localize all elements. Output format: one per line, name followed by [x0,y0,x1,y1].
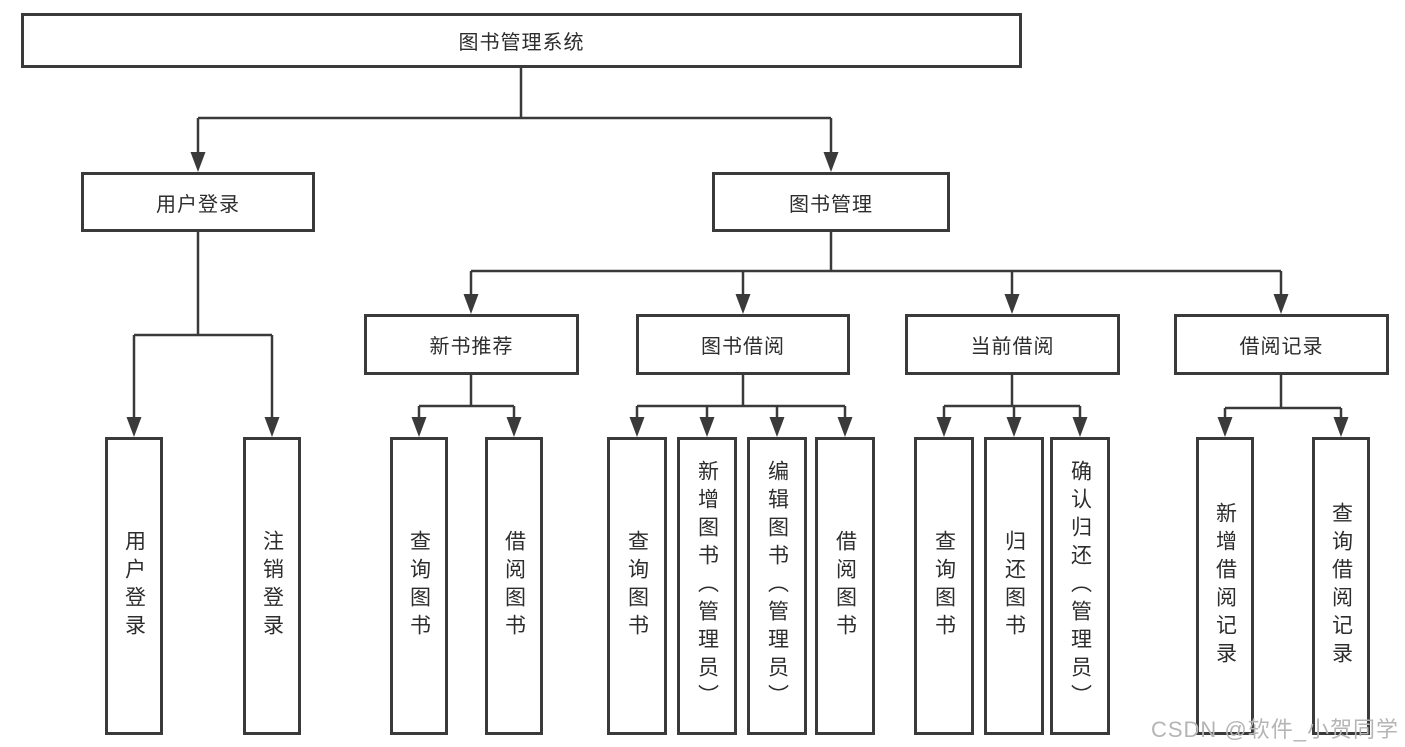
leaf-newbook-borrow-label: 借阅图书 [502,530,526,642]
leaf-current-query-label: 查询图书 [932,530,956,642]
node-new-book-recommend: 新书推荐 [364,314,579,375]
node-book-management: 图书管理 [712,172,950,232]
leaf-borrow-book: 借阅图书 [815,437,875,735]
leaf-borrow-edit-book-label: 编辑图书（管理员） [765,460,789,712]
leaf-borrow-book-label: 借阅图书 [833,530,857,642]
leaf-query-record-label: 查询借阅记录 [1329,502,1353,670]
leaf-borrow-add-book: 新增图书（管理员） [677,437,737,735]
leaf-confirm-return: 确认归还（管理员） [1050,437,1110,735]
leaf-borrow-query: 查询图书 [607,437,667,735]
node-root: 图书管理系统 [21,13,1022,68]
node-root-label: 图书管理系统 [458,32,585,54]
leaf-user-login-label: 用户登录 [122,530,146,642]
leaf-logout: 注销登录 [243,437,301,735]
node-user-login-label: 用户登录 [156,193,240,216]
leaf-confirm-return-label: 确认归还（管理员） [1068,460,1092,712]
leaf-borrow-add-book-label: 新增图书（管理员） [695,460,719,712]
node-borrowing-records: 借阅记录 [1174,314,1389,375]
node-book-borrowing: 图书借阅 [636,314,850,375]
node-book-management-label: 图书管理 [789,193,873,216]
node-current-borrowing: 当前借阅 [905,314,1120,375]
node-user-login: 用户登录 [81,172,315,232]
node-borrowing-records-label: 借阅记录 [1239,336,1324,358]
leaf-query-record: 查询借阅记录 [1312,437,1370,735]
leaf-newbook-query-label: 查询图书 [407,530,431,642]
leaf-add-record-label: 新增借阅记录 [1213,502,1237,670]
leaf-current-query: 查询图书 [914,437,974,735]
leaf-newbook-borrow: 借阅图书 [485,437,543,735]
leaf-return-book: 归还图书 [984,437,1044,735]
leaf-user-login: 用户登录 [105,437,163,735]
leaf-return-book-label: 归还图书 [1002,530,1026,642]
leaf-logout-label: 注销登录 [260,530,284,642]
node-book-borrowing-label: 图书借阅 [701,336,785,358]
node-new-book-recommend-label: 新书推荐 [429,336,514,358]
leaf-newbook-query: 查询图书 [390,437,448,735]
node-current-borrowing-label: 当前借阅 [970,336,1055,358]
leaf-add-record: 新增借阅记录 [1196,437,1254,735]
csdn-watermark: CSDN @软件_小贺同学 [1150,717,1399,742]
leaf-borrow-query-label: 查询图书 [625,530,649,642]
leaf-borrow-edit-book: 编辑图书（管理员） [747,437,807,735]
